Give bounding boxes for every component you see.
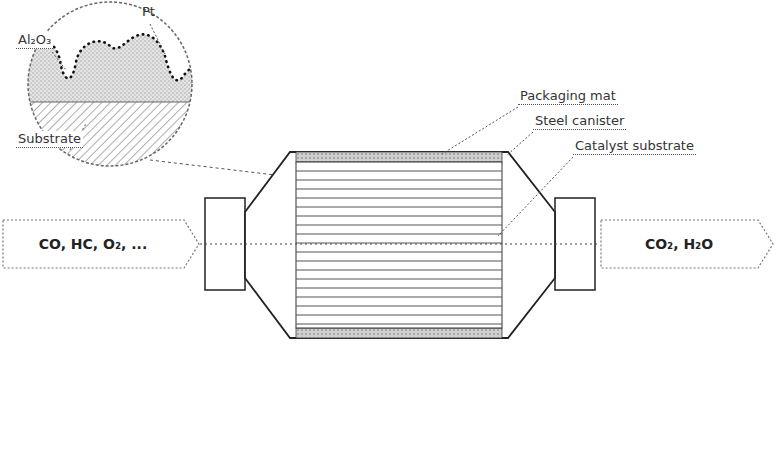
catalyst-substrate — [296, 162, 502, 328]
part-label: Al₂O₃ — [16, 32, 53, 49]
channel-wall — [296, 242, 502, 243]
channel-wall — [296, 305, 502, 306]
packaging-mat — [296, 152, 502, 162]
packaging-mat — [296, 328, 502, 338]
channel-wall — [296, 323, 502, 324]
part-label: Pt — [140, 4, 157, 20]
leader-line — [52, 52, 66, 70]
channel-wall — [296, 233, 502, 234]
channel-wall — [296, 197, 502, 198]
leader-line — [498, 157, 573, 236]
arrow-shape — [3, 220, 199, 268]
leader-line — [442, 107, 518, 154]
flow-arrow: CO, HC, O₂, ... — [2, 219, 200, 269]
channel-wall — [296, 251, 502, 252]
part-label: Steel canister — [533, 113, 626, 130]
channel-wall — [296, 224, 502, 225]
channel-wall — [296, 188, 502, 189]
channel-wall — [296, 206, 502, 207]
arrow-shape — [601, 220, 773, 268]
flow-arrow: CO₂, H₂O — [600, 219, 774, 269]
flow-axis — [200, 244, 600, 245]
channel-wall — [296, 170, 502, 171]
part-label: Catalyst substrate — [573, 138, 696, 155]
part-label: Packaging mat — [518, 88, 618, 105]
part-label: Substrate — [16, 131, 83, 148]
channel-wall — [296, 287, 502, 288]
substrate-channels — [296, 171, 502, 324]
channel-wall — [296, 278, 502, 279]
channel-wall — [296, 314, 502, 315]
channel-wall — [296, 260, 502, 261]
gas-species: CO₂, H₂O — [645, 236, 713, 252]
leader-line — [506, 132, 533, 156]
leader-line — [150, 24, 165, 54]
channel-wall — [296, 179, 502, 180]
channel-wall — [296, 296, 502, 297]
channel-wall — [296, 269, 502, 270]
substrate-boundary — [20, 102, 205, 103]
channel-wall — [296, 215, 502, 216]
gas-species: CO, HC, O₂, ... — [39, 236, 147, 252]
steel-canister — [245, 152, 555, 338]
